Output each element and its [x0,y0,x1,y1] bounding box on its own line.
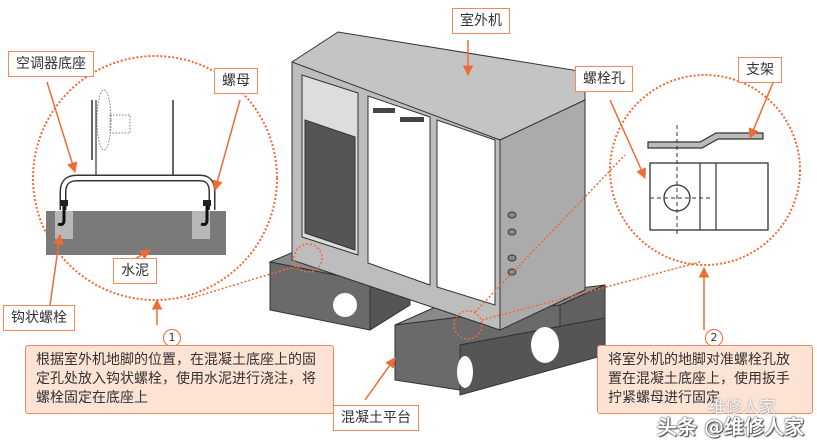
concrete-platform-right [394,284,606,396]
label-ac-base: 空调器底座 [8,51,94,77]
label-bracket: 支架 [738,57,782,83]
watermark-main: 头条 @维修人家 [657,415,804,439]
label-hook-bolt: 钩状螺栓 [3,305,75,331]
leader-arrows [46,40,776,401]
step-note-1: 根据室外机地脚的位置，在混凝土底座上的固定孔处放入钩状螺栓，使用水泥进行浇注，将… [25,345,334,414]
detail-circle-left [32,55,278,301]
label-bolt-hole: 螺栓孔 [575,66,633,92]
watermark-secondary: 维修人家 [708,398,776,418]
detail-circle-right [609,74,801,266]
label-concrete-platform: 混凝土平台 [333,405,419,431]
label-outdoor-unit: 室外机 [452,8,510,34]
outdoor-unit [291,31,586,340]
label-cement: 水泥 [113,258,157,284]
step-note-2: 将室外机的地脚对准螺栓孔放置在混凝土底座上，使用扳手拧紧螺母进行固定 [597,345,813,414]
step-number-1: 1 [163,329,181,347]
step-number-2: 2 [705,329,723,347]
label-nut: 螺母 [214,68,258,94]
